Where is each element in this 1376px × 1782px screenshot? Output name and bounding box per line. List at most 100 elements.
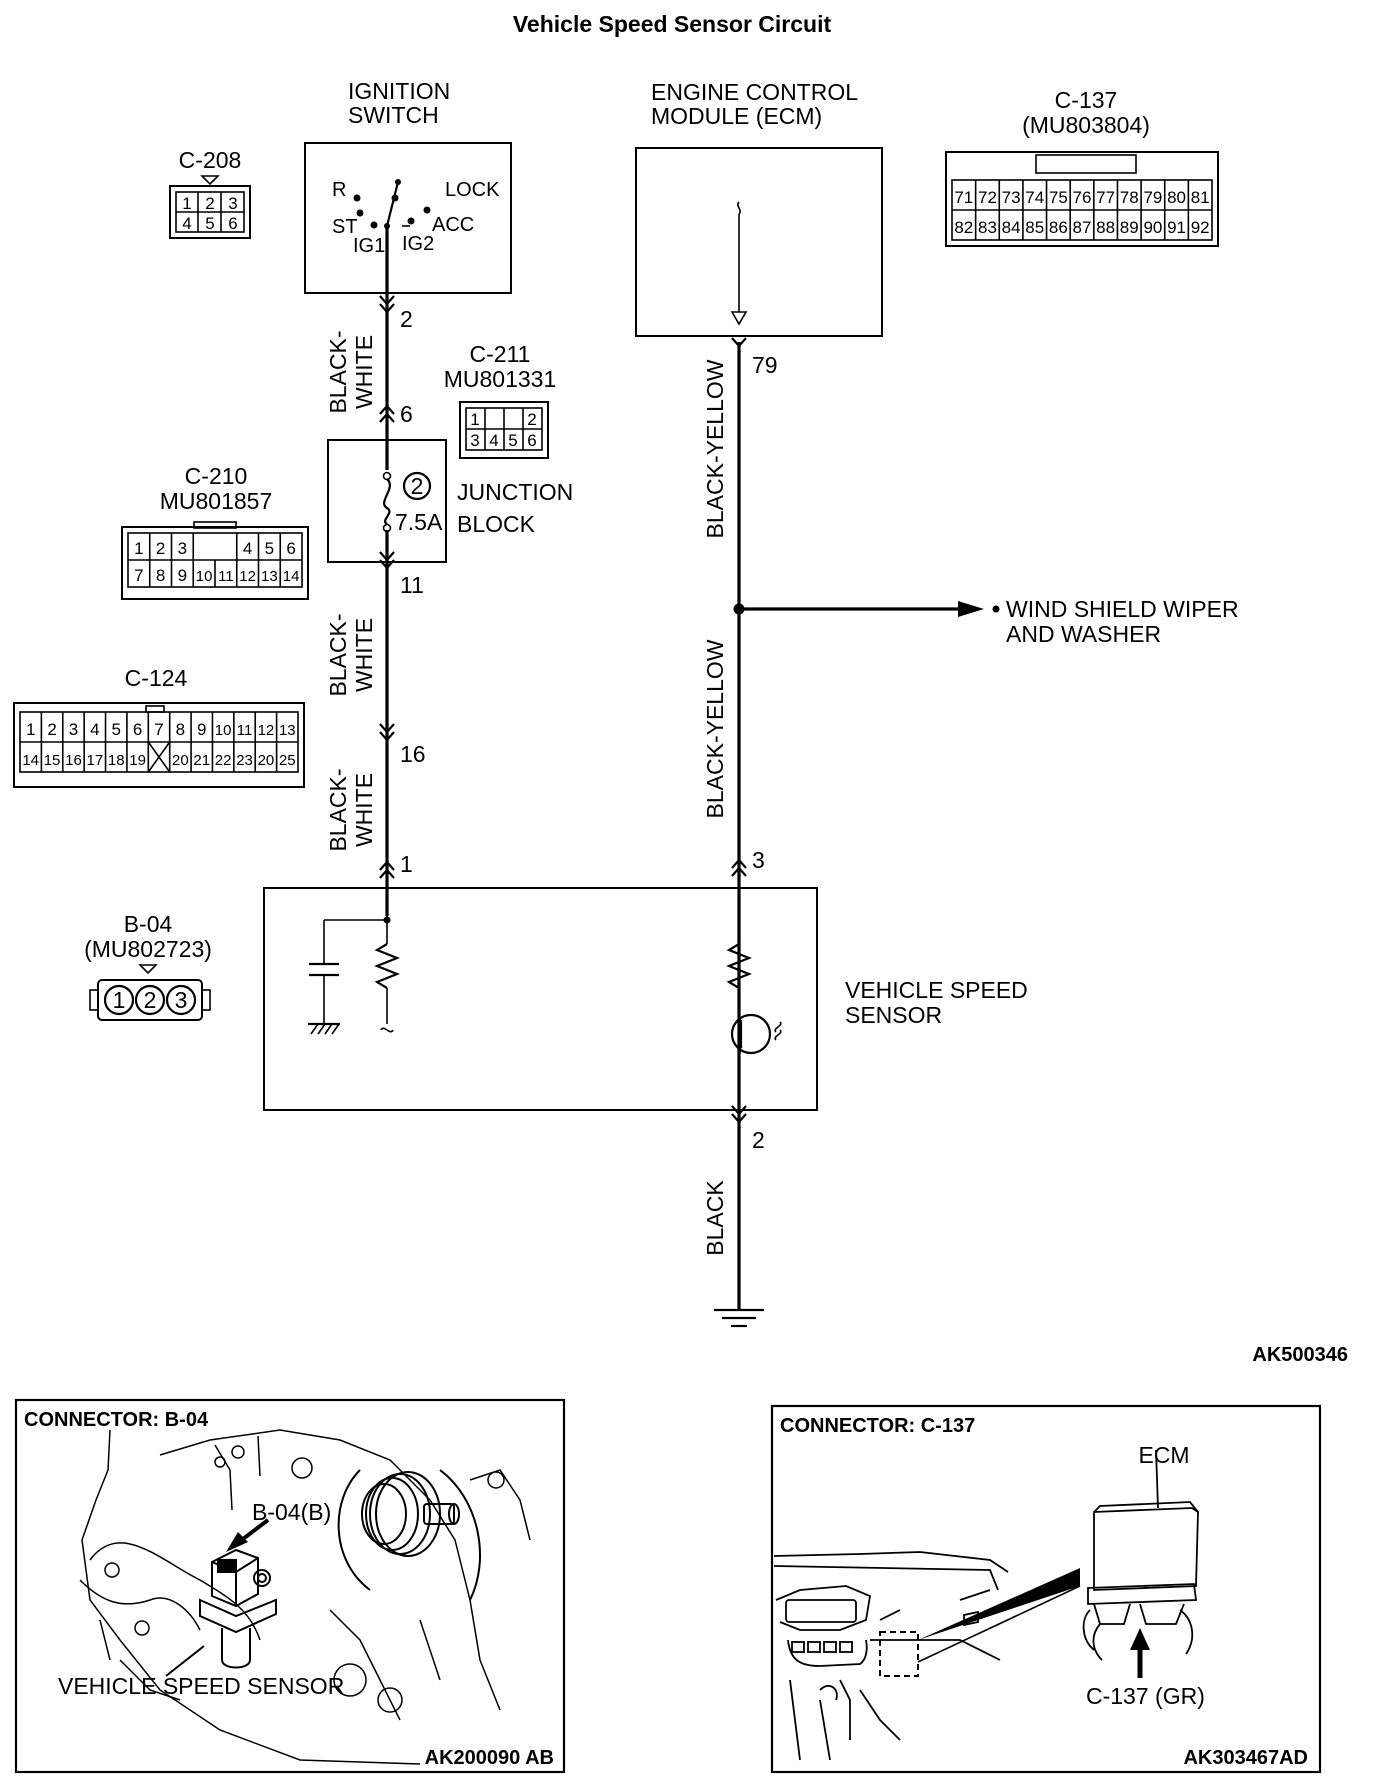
- c208-pin-2: 2: [205, 194, 214, 213]
- ecm-box: [635, 147, 883, 337]
- ignition-switch: IGNITION SWITCH R LOCK ST ACC IG1 IG2: [304, 78, 512, 294]
- c210-pin-14: 14: [283, 568, 300, 585]
- c210-part: MU801857: [160, 488, 273, 514]
- ecm-sketch: [1082, 1449, 1199, 1661]
- c124-pin-5: 5: [111, 720, 120, 739]
- c124-pin-r2-6: 20: [172, 752, 189, 769]
- c137-pin-92: 92: [1191, 218, 1210, 237]
- c210-pin-1: 1: [134, 539, 143, 558]
- c210-pin-2: 2: [156, 539, 165, 558]
- c210-pin-11: 11: [218, 568, 234, 585]
- c210-pin-13: 13: [261, 568, 278, 585]
- c137-pin-76: 76: [1073, 188, 1092, 207]
- ignition-switch-label-2: SWITCH: [348, 102, 439, 128]
- c124-pin-r2-2: 16: [65, 752, 82, 769]
- connector-c208: C-208 1 2 3 4 5 6: [169, 147, 251, 239]
- c137-pin-89: 89: [1120, 218, 1139, 237]
- vss-label-2: SENSOR: [845, 1002, 942, 1028]
- c137-pin-77: 77: [1096, 188, 1115, 207]
- c124-pin-2: 2: [47, 720, 56, 739]
- c137-pin-86: 86: [1049, 218, 1068, 237]
- c124-pin-12: 12: [258, 722, 275, 739]
- panel-left-label: VEHICLE SPEED SENSOR: [58, 1673, 344, 1699]
- c137-pin-81: 81: [1191, 188, 1210, 207]
- c124-pin-9: 9: [197, 720, 206, 739]
- c137-pin-71: 71: [954, 188, 973, 207]
- c124-name: C-124: [125, 665, 188, 691]
- c137-pin-82: 82: [954, 218, 973, 237]
- connector-c211: C-211 MU801331 1 2 3 4 5 6: [444, 341, 556, 459]
- c137-pin-73: 73: [1002, 188, 1021, 207]
- c124-pin-r2-3: 17: [87, 752, 104, 769]
- c210-pin-5: 5: [265, 539, 274, 558]
- signal-wire: WIND SHIELD WIPER AND WASHER 79 3 2 BLAC…: [702, 337, 1239, 1328]
- wiper-label-2: AND WASHER: [1006, 621, 1161, 647]
- ign-pos-ig1: IG1: [353, 235, 385, 257]
- c137-pin-84: 84: [1002, 218, 1021, 237]
- c124-pin-7: 7: [154, 720, 163, 739]
- c210-pin-6: 6: [286, 539, 295, 558]
- panel-left-code: AK200090 AB: [425, 1747, 554, 1769]
- fuse-rating: 7.5A: [395, 509, 443, 535]
- wire-color-bw-1a: BLACK-: [325, 330, 351, 413]
- c137-pin-85: 85: [1025, 218, 1044, 237]
- c124-pin-r2-7: 21: [193, 752, 210, 769]
- c137-pin-88: 88: [1096, 218, 1115, 237]
- vehicle-speed-sensor: VEHICLE SPEED SENSOR: [263, 887, 1028, 1111]
- c210-pin-12: 12: [239, 568, 256, 585]
- wire-color-bw-2b: WHITE: [351, 618, 377, 692]
- c124-pin-r2-10: 20: [258, 752, 275, 769]
- c211-pin-5: 5: [508, 431, 517, 450]
- c137-name: C-137: [1055, 87, 1118, 113]
- ign-pos-ig2: IG2: [402, 233, 434, 255]
- ecm-label-1: ENGINE CONTROL: [651, 79, 858, 105]
- c124-pin-3: 3: [69, 720, 78, 739]
- ignition-switch-box: [304, 142, 512, 294]
- c124-pin-r2-11: 25: [279, 752, 296, 769]
- wire-color-bw-2a: BLACK-: [325, 613, 351, 696]
- b04-part: (MU802723): [84, 936, 212, 962]
- c208-pin-5: 5: [205, 214, 214, 233]
- c124-pin-1: 1: [26, 720, 35, 739]
- c137-pin-83: 83: [978, 218, 997, 237]
- c124-pin-r2-1: 15: [44, 752, 61, 769]
- c211-pin-2: 2: [527, 410, 536, 429]
- c137-pin-91: 91: [1167, 218, 1186, 237]
- ign-pos-r: R: [332, 179, 346, 201]
- panel-connector-b04: CONNECTOR: B-04 B-04(B) VEHICLE SPEED SE…: [14, 1398, 566, 1774]
- ecm-label-2: MODULE (ECM): [651, 103, 822, 129]
- wire-color-by-2: BLACK-YELLOW: [702, 639, 728, 818]
- c208-pin-6: 6: [228, 214, 237, 233]
- c137-part: (MU803804): [1022, 112, 1150, 138]
- c124-pin-r2-9: 23: [236, 752, 253, 769]
- c137-pin-79: 79: [1143, 188, 1162, 207]
- pin-vss-pwr: 1: [400, 851, 413, 877]
- wiper-label-1: WIND SHIELD WIPER: [1006, 596, 1239, 622]
- c208-name: C-208: [179, 147, 242, 173]
- panel-right-title: CONNECTOR: C-137: [780, 1415, 975, 1437]
- c210-pin-4: 4: [243, 539, 252, 558]
- c124-pin-r2-0: 14: [22, 752, 39, 769]
- ign-pos-st: ST: [332, 216, 358, 238]
- ign-pos-acc: ACC: [432, 214, 474, 236]
- pin-ecm: 79: [752, 352, 778, 378]
- ecm: ENGINE CONTROL MODULE (ECM): [635, 79, 883, 337]
- vss-label-1: VEHICLE SPEED: [845, 977, 1028, 1003]
- panel-right-code: AK303467AD: [1183, 1747, 1308, 1769]
- pin-jb-in: 6: [400, 401, 413, 427]
- pin-mid: 16: [400, 741, 426, 767]
- c124-pin-13: 13: [279, 722, 296, 739]
- wire-color-black: BLACK: [702, 1180, 728, 1256]
- c124-pin-r2-5: 19: [129, 752, 146, 769]
- pin-vss-gnd: 2: [752, 1127, 765, 1153]
- diagram-code-main: AK500346: [1252, 1344, 1348, 1366]
- b04-pin-3: 3: [175, 987, 188, 1013]
- c137-pin-78: 78: [1120, 188, 1139, 207]
- b04-pin-1: 1: [113, 987, 126, 1013]
- junction-block-label-1: JUNCTION: [457, 479, 573, 505]
- vss-sketch: [165, 1548, 277, 1677]
- panel-left-title: CONNECTOR: B-04: [24, 1409, 209, 1431]
- c137-pin-74: 74: [1025, 188, 1044, 207]
